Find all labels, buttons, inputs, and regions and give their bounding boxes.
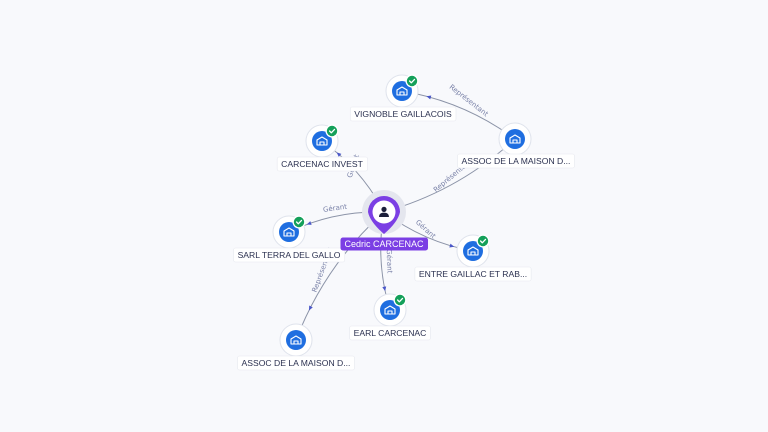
company-label[interactable]: VIGNOBLE GAILLACOIS [349,106,457,122]
company-label[interactable]: ENTRE GAILLAC ET RAB... [414,266,532,282]
relation-label: Gérant [323,203,348,214]
person-icon [379,206,389,217]
label-background [233,247,346,263]
label-background [237,355,355,371]
building-icon [509,134,521,144]
person-node[interactable]: Cedric CARCENAC [340,190,429,251]
label-background [457,153,575,169]
node-core [279,222,299,242]
relation-arrow [382,286,387,292]
company-node-assoc1[interactable]: ASSOC DE LA MAISON D... [457,122,575,169]
building-icon [384,305,396,315]
person-name: Cedric CARCENAC [344,239,424,249]
company-name: VIGNOBLE GAILLACOIS [354,109,452,119]
label-background [414,266,532,282]
relation-arrow [426,95,432,100]
relation-center-assoc1: Représentant [383,138,516,213]
building-icon [316,136,328,146]
relation-label: Gérant [414,218,437,240]
relation-label: Gérant [385,249,394,274]
building-icon [396,86,408,96]
company-node-entre[interactable]: ENTRE GAILLAC ET RAB... [414,234,532,282]
company-name: CARCENAC INVEST [281,159,363,169]
company-name: ASSOC DE LA MAISON D... [242,358,351,368]
person-label[interactable]: Cedric CARCENAC [340,237,429,251]
verified-check-icon [393,293,407,307]
company-name: SARL TERRA DEL GALLO [238,250,341,260]
company-label[interactable]: SARL TERRA DEL GALLO [233,247,346,263]
node-core [312,131,332,151]
node-core [505,129,525,149]
relation-center-assoc2: Représentant [295,211,385,341]
person-label-background [340,237,429,251]
building-icon [290,335,302,345]
relation-line [295,211,385,341]
company-node-vignoble[interactable]: VIGNOBLE GAILLACOIS [349,74,457,122]
label-background [276,156,368,172]
relation-arrow [336,152,342,157]
company-name: ASSOC DE LA MAISON D... [462,156,571,166]
node-core [380,300,400,320]
label-background [349,106,457,122]
company-node-invest[interactable]: CARCENAC INVEST [276,124,368,172]
company-node-earl[interactable]: EARL CARCENAC [349,293,431,341]
company-node-assoc2[interactable]: ASSOC DE LA MAISON D... [237,323,355,371]
verified-check-icon [476,234,490,248]
verified-check-icon [325,124,339,138]
building-icon [467,246,479,256]
company-label[interactable]: EARL CARCENAC [349,325,431,341]
verified-check-icon [292,215,306,229]
relation-arrow [449,243,455,248]
nodes-layer: VIGNOBLE GAILLACOIS ASSOC DE LA MAISON D.… [233,74,575,371]
company-label[interactable]: CARCENAC INVEST [276,156,368,172]
label-background [349,325,431,341]
verified-check-icon [405,74,419,88]
person-inner-ring [372,200,396,224]
company-name: EARL CARCENAC [354,328,427,338]
relation-arrow [306,221,312,225]
company-name: ENTRE GAILLAC ET RAB... [419,269,527,279]
company-label[interactable]: ASSOC DE LA MAISON D... [237,355,355,371]
company-node-terra[interactable]: SARL TERRA DEL GALLO [233,215,346,263]
building-icon [283,227,295,237]
node-core [286,330,306,350]
node-core [463,241,483,261]
company-label[interactable]: ASSOC DE LA MAISON D... [457,153,575,169]
relation-arrow [308,305,313,311]
node-core [392,81,412,101]
